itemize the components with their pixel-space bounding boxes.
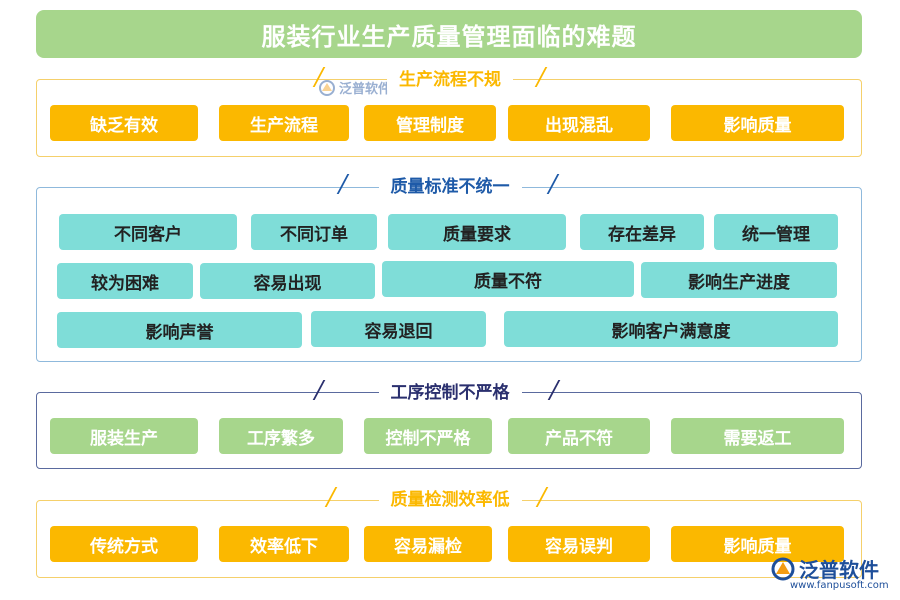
chip: 生产流程 [219,105,349,141]
chip: 工序繁多 [219,418,343,454]
section-title-text: 质量标准不统一 [378,171,522,197]
slash-right [546,174,560,194]
chip: 容易出现 [200,263,375,299]
slash-left [324,487,338,507]
page-title-text: 服装行业生产质量管理面临的难题 [261,22,637,51]
slash-left [312,380,326,400]
chip: 质量不符 [382,261,634,297]
watermark-brand-small: 泛普软件 [339,82,392,97]
chip: 质量要求 [388,214,566,250]
chip: 容易误判 [508,526,650,562]
watermark-brand: 泛普软件 [799,558,879,582]
chip: 容易退回 [311,311,486,347]
chip: 影响生产进度 [641,262,837,298]
watermark-logo: 泛普软件 [770,554,879,583]
chip: 影响质量 [671,105,844,141]
section-title-production-process: 生产流程不规 [0,64,900,90]
slash-right [534,67,548,87]
chip: 不同订单 [251,214,377,250]
watermark-url: www.fanpusoft.com [790,580,889,591]
slash-right [535,487,549,507]
chip: 服装生产 [50,418,198,454]
section-title-text: 质量检测效率低 [378,484,522,510]
chip: 传统方式 [50,526,198,562]
chip: 控制不严格 [364,418,492,454]
slash-left [336,174,350,194]
chip: 影响声誉 [57,312,302,348]
chip: 出现混乱 [508,105,650,141]
chip: 影响客户满意度 [504,311,838,347]
section-title-process-control: 工序控制不严格 [0,377,900,403]
slash-right [547,380,561,400]
fanpu-logo-icon [771,557,795,580]
page-title: 服装行业生产质量管理面临的难题 [36,10,862,58]
chip: 管理制度 [364,105,496,141]
chip: 需要返工 [671,418,844,454]
chip: 缺乏有效 [50,105,198,141]
section-title-text: 生产流程不规 [387,64,513,90]
fanpu-logo-icon [319,79,335,96]
section-title-text: 工序控制不严格 [378,377,522,403]
chip: 较为困难 [57,263,193,299]
section-title-inspection-efficiency: 质量检测效率低 [0,484,900,510]
chip: 影响质量 [671,526,844,562]
section-title-quality-standard: 质量标准不统一 [0,171,900,197]
watermark-logo-small: 泛普软件 [318,78,391,97]
chip: 产品不符 [508,418,650,454]
chip: 存在差异 [580,214,704,250]
chip: 统一管理 [714,214,838,250]
chip: 效率低下 [219,526,349,562]
chip: 容易漏检 [364,526,492,562]
chip: 不同客户 [59,214,237,250]
